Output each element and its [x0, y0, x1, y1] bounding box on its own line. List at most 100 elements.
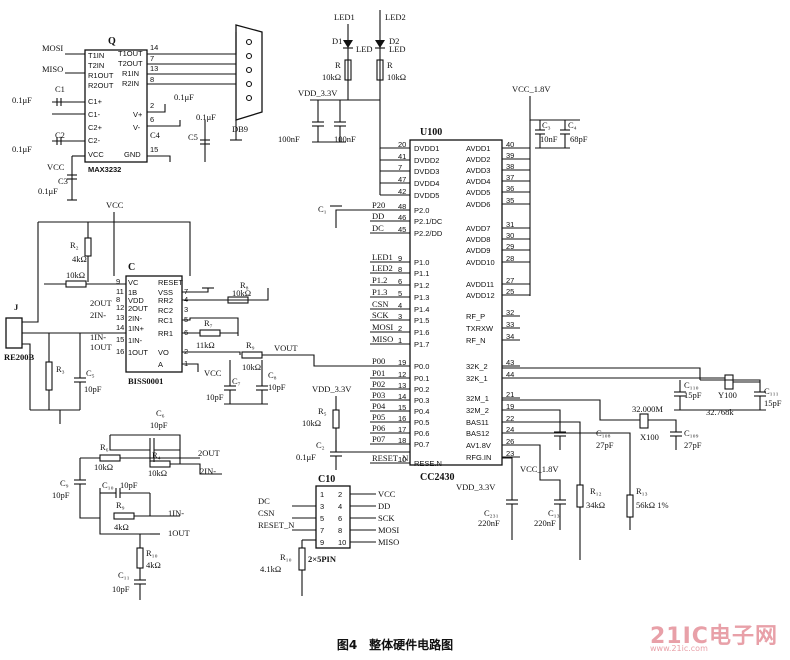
- r10-amp-label: R₁₀: [146, 548, 158, 558]
- r11-amp-value: 4kΩ: [114, 522, 129, 532]
- cb-label: C₆: [156, 408, 165, 418]
- resistor-r10-header: [298, 547, 306, 571]
- bisso-right-pin-num: 3: [184, 305, 188, 314]
- d1-led-label: LED: [356, 44, 373, 54]
- cc-right-pin-name: TXRXW: [466, 324, 494, 333]
- cc-left-pin-name: P0.6: [414, 429, 429, 438]
- vdd33-bottom: VDD_3.3V: [456, 482, 496, 492]
- bisso-left-pin-name: 2IN-: [128, 314, 143, 323]
- cc2430-block: U100 CC2430 DVDD120DVDD241DVDD37DVDD447D…: [318, 127, 530, 483]
- cc-left-net: DC: [372, 223, 384, 233]
- max-pin-c2n: C2-: [88, 136, 101, 145]
- bisso-left-pin-num: 13: [116, 313, 124, 322]
- resistor-r6-amp: [99, 454, 121, 462]
- c110-label: C₁₁₀: [684, 380, 699, 390]
- cc-right-pin-name: AVDD12: [466, 291, 495, 300]
- c101-value: 100nF: [334, 134, 356, 144]
- cc-right-pin-name: RF_N: [466, 336, 486, 345]
- r6-amp-value: 10kΩ: [94, 462, 113, 472]
- d2-label: D2: [389, 36, 399, 46]
- max-pin-r1in: R1IN: [122, 69, 139, 78]
- bisso-left-pin-num: 11: [116, 287, 124, 296]
- cb-value: 10pF: [150, 420, 168, 430]
- connector-j: [5, 317, 23, 349]
- cc-right-pin-name: AVDD11: [466, 280, 494, 289]
- resistor-r2: [376, 59, 384, 81]
- cc-left-pin-name: P2.0: [414, 206, 429, 215]
- c3-cc: C₃: [542, 120, 551, 130]
- header-right-num: 6: [338, 514, 342, 523]
- max-pin-c1p: C1+: [88, 97, 103, 106]
- cc-right-pin-num: 30: [506, 231, 514, 240]
- max-pin-r2in: R2IN: [122, 79, 139, 88]
- crystal-y100: [724, 374, 734, 390]
- resistor-r11-amp: [113, 512, 135, 520]
- cc-left-pin-num: 13: [398, 381, 406, 390]
- y100-label: Y100: [718, 390, 737, 400]
- c2-label: C₂: [316, 440, 325, 450]
- bisso-c5: C₅: [86, 368, 95, 378]
- max-num-7: 7: [150, 54, 154, 63]
- cc-right-pin-name: AVDD5: [466, 188, 490, 197]
- bisso-left-pin-num: 14: [116, 323, 124, 332]
- cc-left-net: SCK: [372, 310, 389, 320]
- x100-value: 32.000M: [632, 404, 663, 414]
- cc-right-pin-name: AVDD1: [466, 144, 490, 153]
- cc-right-pin-name: AVDD8: [466, 235, 490, 244]
- max-cap-c4: C4: [150, 130, 161, 140]
- c100-value: 100nF: [278, 134, 300, 144]
- c109-label: C₁₀₉: [684, 428, 699, 438]
- vcc18-top: VCC_1.8V: [512, 84, 551, 94]
- resistor-r1-bisso: [65, 280, 87, 288]
- d2-led-label: LED: [389, 44, 406, 54]
- bisso-vcc-top: VCC: [106, 200, 124, 210]
- bisso-net-1in: 1IN-: [90, 332, 106, 342]
- cc-right-pin-num: 36: [506, 184, 514, 193]
- cc-right-pin-name: 32K_1: [466, 374, 488, 383]
- bisso-net-2out: 2OUT: [90, 298, 113, 308]
- max-num-8: 8: [150, 75, 154, 84]
- cc-left-pin-name: P1.0: [414, 258, 429, 267]
- c111-label: C₁₁₁: [764, 386, 779, 396]
- c11-label: C₁₁: [118, 570, 130, 580]
- max-cap-c4-val: 0.1μF: [174, 92, 194, 102]
- header-right-num: 10: [338, 538, 346, 547]
- bisso-right-pin-name: RR2: [158, 296, 173, 305]
- header-left-net: RESET_N: [258, 520, 294, 530]
- bisso-left-pin-name: 1IN-: [128, 336, 143, 345]
- cc-left-net: P01: [372, 368, 385, 378]
- amp-net-1out: 1OUT: [168, 528, 191, 538]
- cc-right-pin-name: AVDD9: [466, 246, 490, 255]
- resistor-r9: [241, 351, 263, 359]
- bisso-left-pins: VC91B11VDD82OUT122IN-131IN+141IN-151OUT1…: [116, 277, 148, 357]
- cc-left-net: P03: [372, 390, 385, 400]
- max-pin-t1out: T1OUT: [118, 49, 143, 58]
- x100-label: X100: [640, 432, 659, 442]
- r11-amp-label: R₉: [116, 500, 125, 510]
- bisso-r2: R₂: [70, 240, 79, 250]
- cc-right-pin-name: BAS12: [466, 429, 489, 438]
- bisso-right-pin-name: RC2: [158, 306, 173, 315]
- max-pin-t2out: T2OUT: [118, 59, 143, 68]
- amp-net-1in: 1IN-: [168, 508, 184, 518]
- bisso-left-pin-name: VDD: [128, 296, 144, 305]
- max-ref: Q: [108, 36, 116, 47]
- cc-right-pin-num: 40: [506, 140, 514, 149]
- max-num-13: 13: [150, 64, 158, 73]
- c109-value: 27pF: [684, 440, 702, 450]
- r12-value: 34kΩ: [586, 500, 605, 510]
- cc-right-pin-num: 34: [506, 332, 514, 341]
- amp-net-2in: 2IN-: [200, 466, 216, 476]
- resistor-r1: [344, 59, 352, 81]
- bisso-ref: C: [128, 262, 135, 273]
- cc-left-pin-num: 46: [398, 213, 406, 222]
- bisso-left-pin-num: 12: [116, 303, 124, 312]
- cc-left-pin-num: 8: [398, 265, 402, 274]
- max-pin-vp: V+: [133, 110, 143, 119]
- cc-left-net: P06: [372, 423, 385, 433]
- cc-right-pin-name: AVDD3: [466, 166, 490, 175]
- bisso-net-1out: 1OUT: [90, 342, 113, 352]
- max-vcc: VCC: [47, 162, 65, 172]
- cc-left-pin-num: 4: [398, 301, 402, 310]
